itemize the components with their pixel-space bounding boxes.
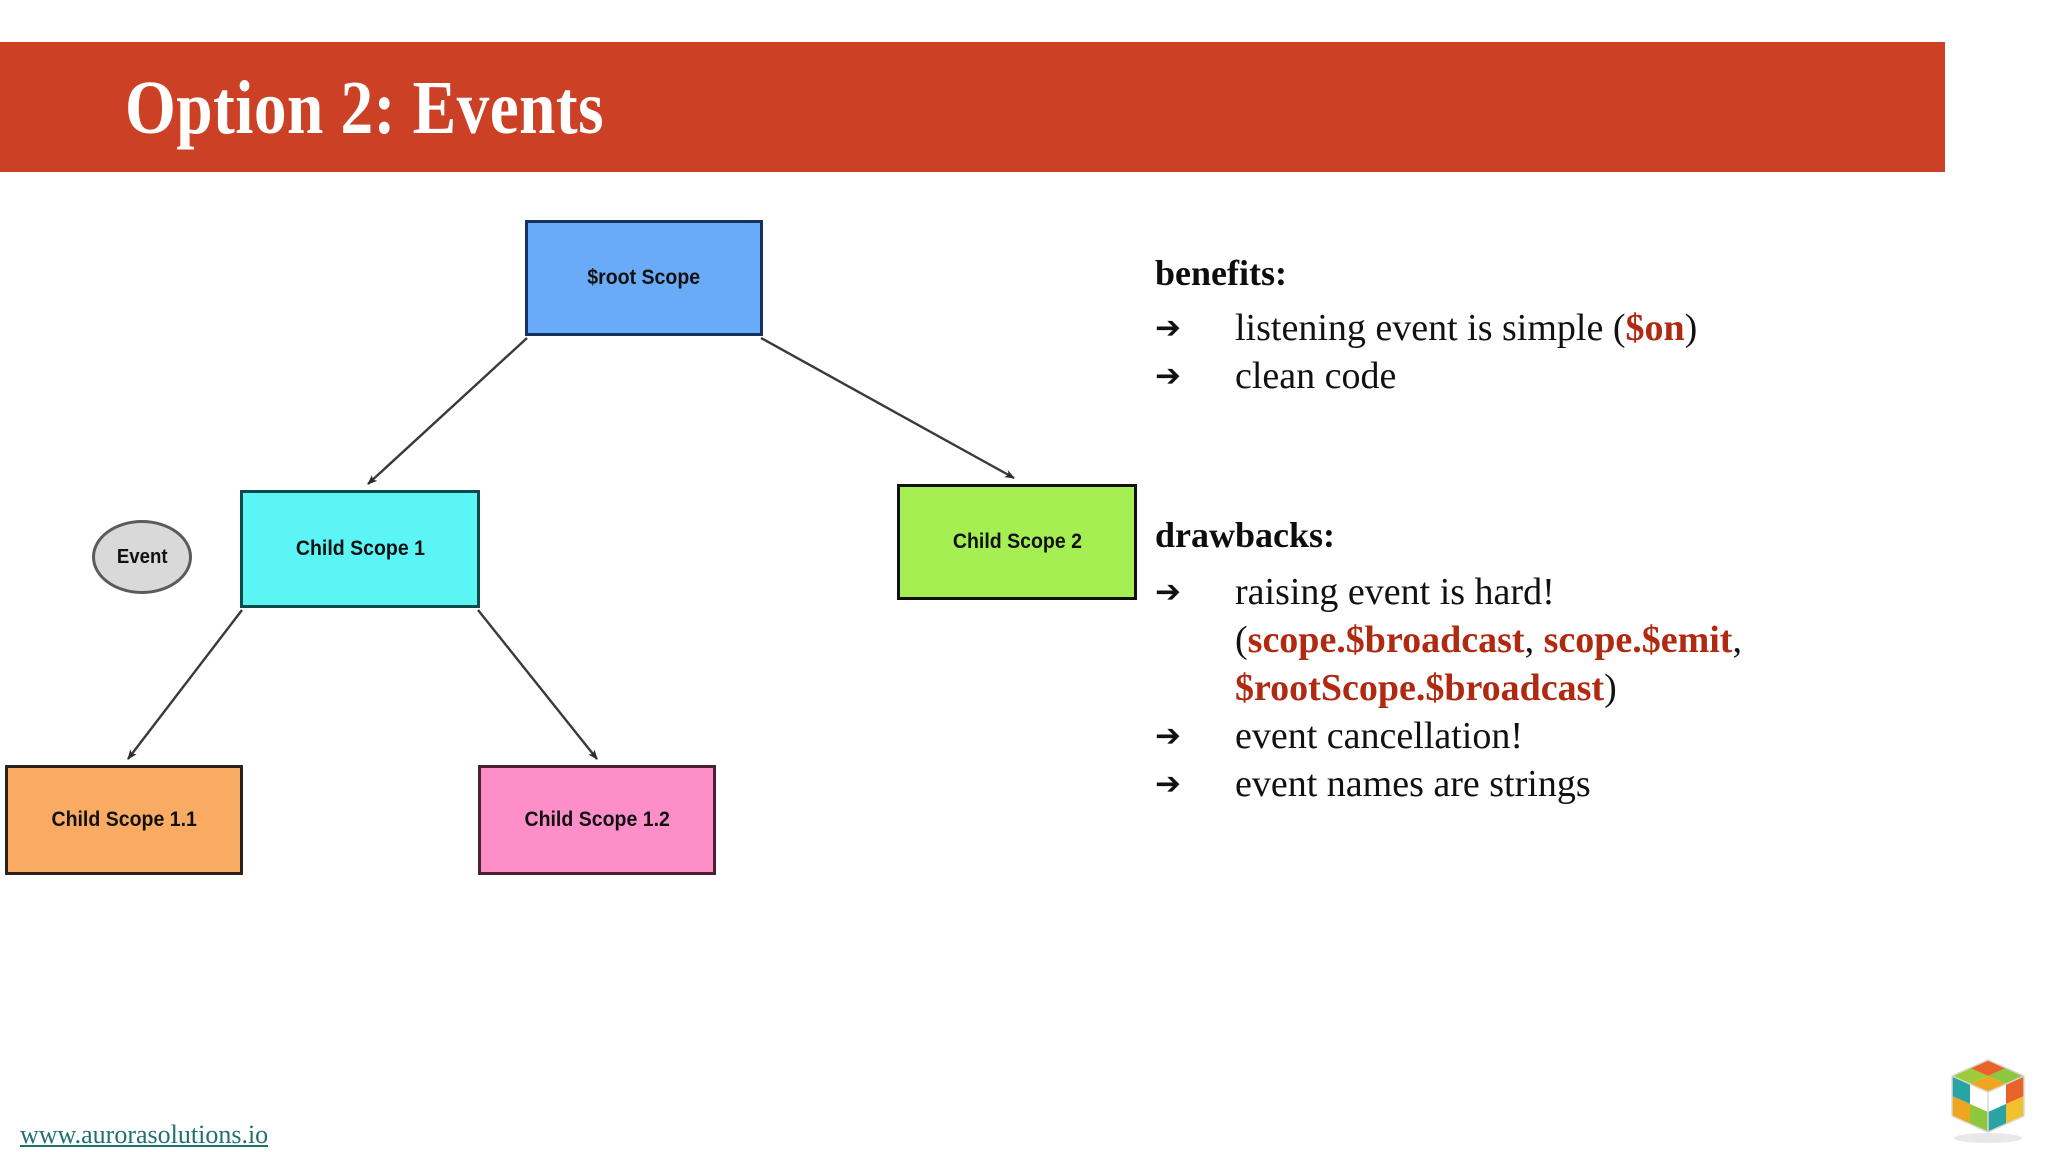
drawback-item-text: event cancellation! [1235,712,1975,760]
code-token: scope.$broadcast [1247,619,1525,661]
drawback-item: ➔ event names are strings [1155,760,1975,808]
diagram-node-child-scope-2-label: Child Scope 2 [952,530,1082,553]
code-token: $on [1625,307,1685,349]
text-run: , [1524,619,1544,661]
bullet-arrow-icon: ➔ [1155,766,1181,802]
benefit-item-text: listening event is simple ($on) [1235,304,1975,352]
bullet-arrow-icon: ➔ [1155,310,1181,346]
drawback-item-line: (scope.$broadcast, scope.$emit, [1235,616,1975,664]
drawback-item-line: raising event is hard! [1235,568,1975,616]
drawback-item-line: $rootScope.$broadcast) [1235,664,1975,712]
diagram-node-event-label: Event [116,545,168,568]
drawbacks-heading: drawbacks: [1155,515,1336,555]
diagram-node-root-scope[interactable]: $root Scope [525,220,763,336]
edge-child1-to-child12 [477,609,598,760]
rubiks-cube-logo [1951,1059,2025,1143]
diagram-node-child-scope-1-2[interactable]: Child Scope 1.2 [478,765,716,875]
benefit-item: ➔ listening event is simple ($on) [1155,304,1975,352]
text-run: event names are strings [1235,763,1591,805]
footer-website-link[interactable]: www.aurorasolutions.io [20,1120,269,1149]
diagram-node-root-scope-label: $root Scope [587,266,701,289]
text-run: raising event is hard! [1235,571,1555,613]
benefits-heading: benefits: [1155,253,1287,293]
diagram-node-child-scope-1-2-label: Child Scope 1.2 [524,808,670,831]
text-run: event cancellation! [1235,715,1524,757]
benefit-item: ➔ clean code [1155,352,1975,400]
edge-root-to-child1 [367,337,528,485]
diagram-node-child-scope-1-1-label: Child Scope 1.1 [51,808,197,831]
diagram-node-child-scope-1-1[interactable]: Child Scope 1.1 [5,765,243,875]
text-run: ) [1684,307,1698,349]
benefits-list: ➔ listening event is simple ($on) ➔ clean c… [1155,304,1975,400]
diagram-node-child-scope-2[interactable]: Child Scope 2 [897,484,1137,600]
title-banner [0,42,1945,172]
drawback-item-text: event names are strings [1235,760,1975,808]
drawback-item: ➔raising event is hard!(scope.$broadcast… [1155,568,1975,712]
content-column: benefits: ➔ listening event is simple ($o… [1155,250,1975,808]
benefit-item-line: listening event is simple ($on) [1235,304,1975,352]
bullet-arrow-icon: ➔ [1155,574,1181,610]
text-run: , [1732,619,1742,661]
benefits-section: benefits: ➔ listening event is simple ($o… [1155,250,1975,400]
drawback-item-line: event cancellation! [1235,712,1975,760]
drawback-item-line: event names are strings [1235,760,1975,808]
drawback-item: ➔ event cancellation! [1155,712,1975,760]
diagram-node-event[interactable]: Event [92,520,192,594]
drawbacks-list: ➔raising event is hard!(scope.$broadcast… [1155,568,1975,808]
benefit-item-line: clean code [1235,352,1975,400]
text-run: clean code [1235,355,1397,397]
text-run: ) [1604,667,1617,709]
code-token: scope.$emit [1543,619,1733,661]
page-title: Option 2: Events [125,66,604,150]
drawback-item-text: raising event is hard!(scope.$broadcast,… [1235,568,1975,712]
text-run: listening event is simple ( [1235,307,1626,349]
bullet-arrow-icon: ➔ [1155,358,1181,394]
diagram-node-child-scope-1-label: Child Scope 1 [295,537,425,560]
code-token: $rootScope.$broadcast [1235,667,1605,709]
text-run: ( [1235,619,1248,661]
drawbacks-section: drawbacks: ➔raising event is hard!(scope… [1155,512,1975,808]
diagram-node-child-scope-1[interactable]: Child Scope 1 [240,490,480,608]
diagram-connectors [127,336,1015,760]
benefit-item-text: clean code [1235,352,1975,400]
scope-hierarchy-diagram: $root Scope Child Scope 1 Child Scope 2 … [0,172,1150,932]
bullet-arrow-icon: ➔ [1155,718,1181,754]
edge-root-to-child2 [760,336,1015,480]
edge-child1-to-child11 [127,609,243,760]
